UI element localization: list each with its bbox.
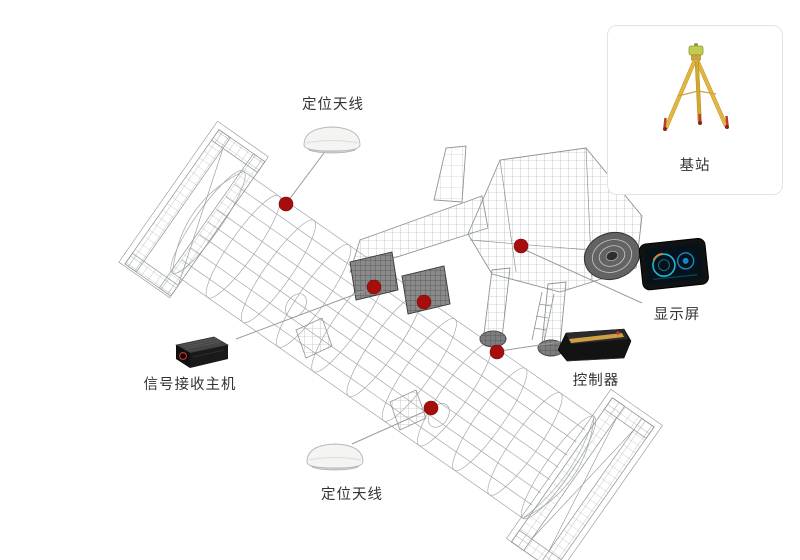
dashboard-display-icon <box>638 237 709 291</box>
positioning-antenna-bottom <box>303 438 367 472</box>
antenna-bottom-label: 定位天线 <box>321 487 383 503</box>
base-station-device <box>640 38 752 142</box>
display-device <box>638 236 712 294</box>
marker-dots <box>278 196 529 416</box>
receiver-device <box>168 330 234 372</box>
cable-drum <box>583 231 641 281</box>
leader-controller <box>499 341 561 352</box>
positioning-antenna-top <box>300 121 364 155</box>
marker-dot <box>366 279 382 295</box>
marker-dot <box>423 400 439 416</box>
leader-antenna-top <box>287 148 328 202</box>
tank-cylinder <box>118 120 663 560</box>
display-label: 显示屏 <box>653 307 701 323</box>
marker-dot <box>513 238 529 254</box>
survey-tripod-icon <box>663 43 729 131</box>
leader-receiver <box>235 287 373 340</box>
base-station-label: 基站 <box>679 158 711 174</box>
equipment-blocks <box>349 251 451 315</box>
gps-dome-antenna-icon <box>303 126 361 154</box>
controller-label: 控制器 <box>572 373 620 389</box>
gps-dome-antenna-icon <box>306 443 364 471</box>
leader-lines <box>235 148 643 445</box>
receiver-box-icon <box>175 336 229 368</box>
leader-antenna-bottom <box>351 409 429 445</box>
marker-dot <box>278 196 294 212</box>
tank-brackets <box>295 317 427 431</box>
marker-dot <box>416 294 432 310</box>
antenna-top-label: 定位天线 <box>302 97 364 113</box>
receiver-label: 信号接收主机 <box>143 377 237 393</box>
tank-frame-left <box>118 120 269 299</box>
ladder <box>531 291 555 343</box>
marker-dot <box>489 344 505 360</box>
leader-display <box>522 248 643 304</box>
controller-console-icon <box>557 328 632 362</box>
machine-wireframe <box>118 120 663 560</box>
controller-device <box>554 318 634 364</box>
base-station-panel: 基站 <box>607 25 783 195</box>
tank-frame-right <box>506 388 663 560</box>
